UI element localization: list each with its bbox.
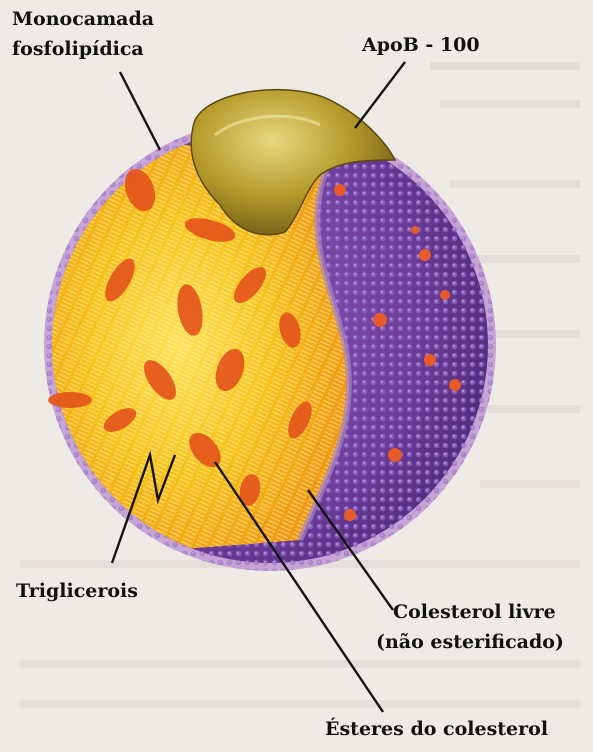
label-esteres-do-colesterol: Ésteres do colesterol: [325, 718, 548, 741]
leader-monocamada: [120, 72, 160, 150]
label-colesterol-livre-line2: (não esterificado): [376, 631, 564, 654]
label-apob-100: ApoB - 100: [362, 34, 480, 57]
label-monocamada-line1: Monocamada: [12, 8, 154, 31]
label-triglicerois: Triglicerois: [16, 580, 138, 603]
leader-apob: [355, 62, 405, 128]
label-monocamada-line2: fosfolipídica: [12, 38, 144, 61]
label-colesterol-livre-line1: Colesterol livre: [393, 601, 556, 624]
